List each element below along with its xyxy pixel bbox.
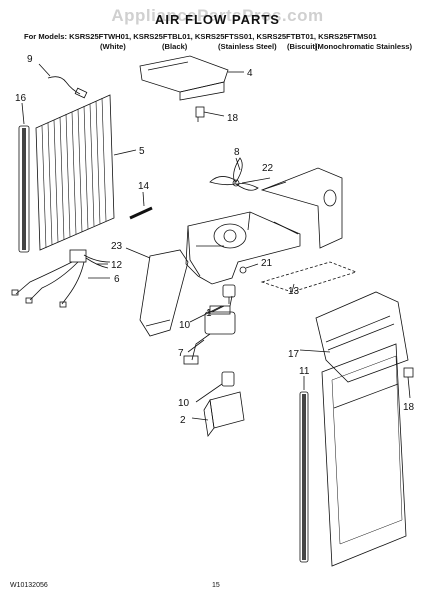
part-12-6-harness [11,249,111,308]
part-18-screw-bottom [403,367,414,399]
part-16-seal-strip [18,102,30,253]
part-17-duct-cover [299,291,409,383]
part-9-sensor [38,63,88,99]
callout-7: 7 [178,348,184,359]
watermark: AppliancePartsPros.com [111,6,324,25]
color-label-monochromatic: (Monochromatic Stainless) [315,42,413,51]
callout-22: 22 [262,163,274,174]
lower-back-panel [321,343,407,567]
callout-8: 8 [234,147,240,158]
callout-17: 17 [288,349,300,360]
part-11-seal-strip [299,376,309,563]
part-14-screw [129,191,153,220]
part-1-grommet [211,284,236,313]
part-4-upper-duct [139,55,244,101]
callout-10-bottom: 10 [178,398,190,409]
part-10-bottom-grommet [195,371,235,403]
callout-21: 21 [261,258,273,269]
callout-2: 2 [180,415,186,426]
part-21-screw [239,263,259,274]
models-line: For Models: KSRS25FTWH01, KSRS25FTBL01, … [24,32,377,41]
part-2-bracket [191,391,245,438]
callout-13: 13 [288,286,300,297]
callout-23: 23 [111,241,123,252]
callout-10-top: 10 [179,320,191,331]
part-22-shroud [241,167,343,249]
callout-4: 4 [247,68,253,79]
part-10-top-grommet [189,305,223,323]
color-label-stainless: (Stainless Steel) [218,42,277,51]
callout-18-top: 18 [227,113,239,124]
part-7-fan-motor [183,295,236,365]
document-number: W10132056 [10,582,48,589]
callout-1: 1 [206,308,212,319]
callout-11: 11 [299,366,310,377]
callout-6: 6 [114,274,120,285]
callout-14: 14 [138,181,150,192]
callout-12: 12 [111,260,123,271]
callout-16: 16 [15,93,27,104]
part-8-fan-blade [209,157,259,191]
fan-housing [185,211,301,285]
color-label-white: (White) [100,42,126,51]
color-label-biscuit: (Biscuit) [287,42,318,51]
callout-9: 9 [27,54,33,65]
part-5-grille [35,94,137,251]
part-18-screw-top [195,106,225,122]
page-number: 15 [212,582,220,589]
page-title: AIR FLOW PARTS [155,12,280,27]
callout-18-bottom: 18 [403,402,415,413]
part-23-side-panel [125,247,189,337]
color-label-black: (Black) [162,42,188,51]
part-13-panel [260,261,358,293]
callout-5: 5 [139,146,145,157]
